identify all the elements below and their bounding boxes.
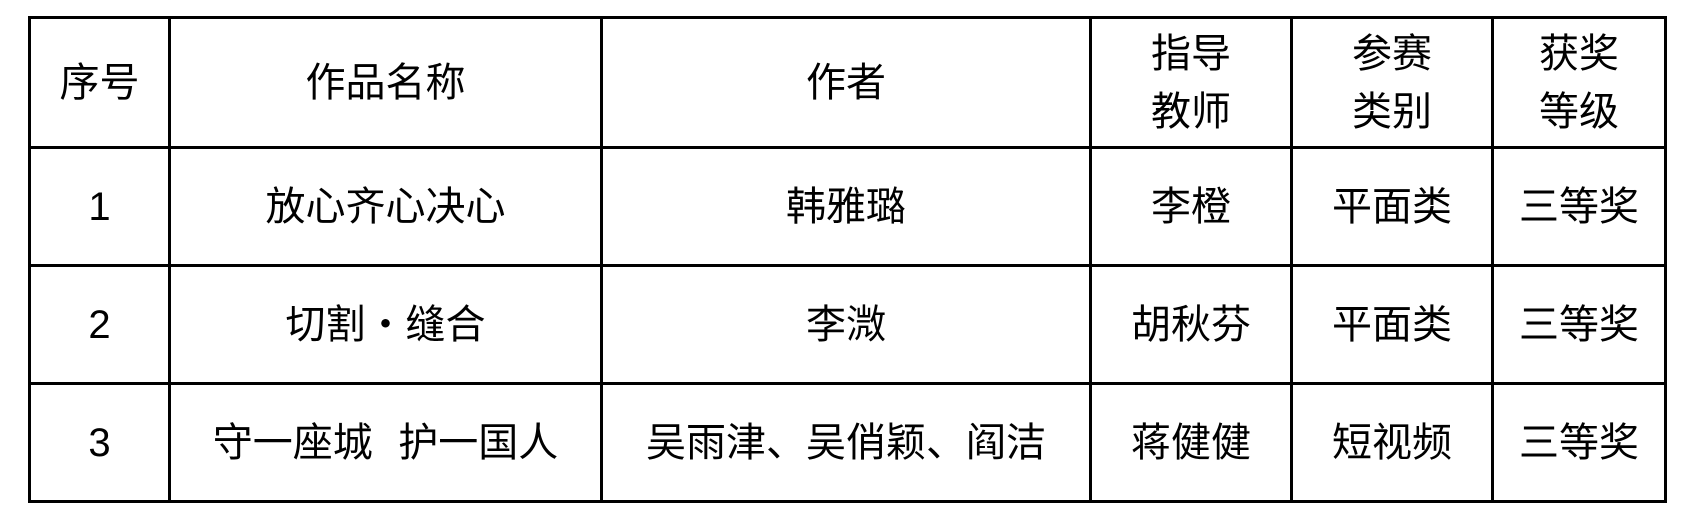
cell-category: 平面类 (1290, 146, 1494, 267)
cell-advisor: 蒋健健 (1089, 382, 1293, 503)
header-award-line1: 获奖 (1539, 30, 1619, 77)
cell-author: 韩雅璐 (600, 146, 1092, 267)
cell-author: 李溦 (600, 264, 1092, 385)
header-title: 作品名称 (168, 16, 603, 149)
table-header: 序号 作品名称 作者 指导 教师 参赛 类别 获奖 等级 (28, 16, 1667, 149)
cell-advisor: 李橙 (1089, 146, 1293, 267)
header-category-line1: 参赛 (1352, 30, 1432, 77)
header-index: 序号 (28, 16, 171, 149)
cell-award: 三等奖 (1491, 146, 1667, 267)
award-table: 序号 作品名称 作者 指导 教师 参赛 类别 获奖 等级 1 放心齐心决心 韩雅… (28, 16, 1667, 503)
cell-title: 切割・缝合 (168, 264, 603, 385)
header-row: 序号 作品名称 作者 指导 教师 参赛 类别 获奖 等级 (28, 16, 1667, 149)
header-category-line2: 类别 (1352, 88, 1432, 135)
cell-category: 平面类 (1290, 264, 1494, 385)
header-advisor-line1: 指导 (1151, 30, 1231, 77)
cell-author: 吴雨津、吴俏颖、阎洁 (600, 382, 1092, 503)
table-body: 1 放心齐心决心 韩雅璐 李橙 平面类 三等奖 2 切割・缝合 李溦 胡秋芬 平… (28, 146, 1667, 503)
cell-title: 守一座城 护一国人 (168, 382, 603, 503)
cell-index: 3 (28, 382, 171, 503)
cell-index: 2 (28, 264, 171, 385)
cell-index: 1 (28, 146, 171, 267)
cell-award: 三等奖 (1491, 382, 1667, 503)
header-advisor: 指导 教师 (1089, 16, 1293, 149)
header-category: 参赛 类别 (1290, 16, 1494, 149)
header-award-line2: 等级 (1539, 88, 1619, 135)
cell-award: 三等奖 (1491, 264, 1667, 385)
table-row: 3 守一座城 护一国人 吴雨津、吴俏颖、阎洁 蒋健健 短视频 三等奖 (28, 382, 1667, 503)
table-row: 1 放心齐心决心 韩雅璐 李橙 平面类 三等奖 (28, 146, 1667, 267)
cell-advisor: 胡秋芬 (1089, 264, 1293, 385)
cell-category: 短视频 (1290, 382, 1494, 503)
header-author: 作者 (600, 16, 1092, 149)
header-award: 获奖 等级 (1491, 16, 1667, 149)
cell-title: 放心齐心决心 (168, 146, 603, 267)
table-row: 2 切割・缝合 李溦 胡秋芬 平面类 三等奖 (28, 264, 1667, 385)
header-advisor-line2: 教师 (1151, 88, 1231, 135)
